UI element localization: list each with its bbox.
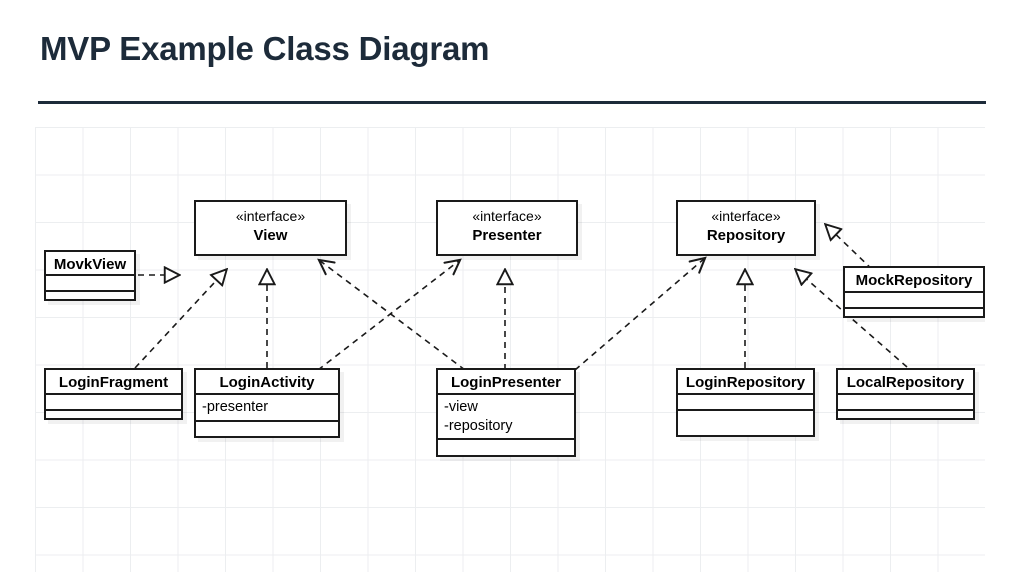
relationship-edges bbox=[134, 127, 908, 371]
class-name-compartment: LoginPresenter bbox=[438, 370, 574, 395]
attribute-item: -presenter bbox=[202, 399, 269, 415]
class-name: Repository bbox=[706, 226, 786, 244]
class-name: View bbox=[253, 226, 288, 244]
class-name-compartment: LocalRepository bbox=[838, 370, 973, 395]
class-name-compartment: «interface» View bbox=[196, 202, 345, 253]
stereotype-label: «interface» bbox=[711, 208, 781, 224]
class-box-loginactivity[interactable]: LoginActivity -presenter bbox=[194, 368, 340, 438]
class-name-compartment: LoginActivity bbox=[196, 370, 338, 395]
class-name: LoginPresenter bbox=[450, 374, 562, 391]
edge-loginpresenter-repository bbox=[574, 258, 705, 371]
class-name-compartment: «interface» Presenter bbox=[438, 202, 576, 253]
diagram-canvas[interactable]: MovkView «interface» View «interface» Pr… bbox=[35, 127, 985, 572]
class-name: LoginActivity bbox=[219, 374, 315, 391]
stereotype-label: «interface» bbox=[472, 208, 542, 224]
operations-compartment bbox=[46, 411, 181, 422]
attribute-item: -repository bbox=[444, 418, 513, 435]
class-name-compartment: LoginFragment bbox=[46, 370, 181, 395]
attributes-compartment: -view -repository bbox=[438, 395, 574, 440]
operations-compartment bbox=[196, 422, 338, 436]
operations-compartment bbox=[678, 411, 813, 437]
class-box-mockview[interactable]: MovkView bbox=[44, 250, 136, 301]
edge-loginpresenter-view bbox=[319, 260, 466, 371]
class-name-compartment: MovkView bbox=[46, 252, 134, 276]
attributes-compartment bbox=[838, 395, 973, 411]
class-name: LoginRepository bbox=[685, 374, 806, 391]
class-name-compartment: LoginRepository bbox=[678, 370, 813, 395]
attributes-compartment: -presenter bbox=[196, 395, 338, 422]
stereotype-label: «interface» bbox=[235, 208, 306, 224]
attribute-item: -view bbox=[444, 399, 478, 415]
class-name: MockRepository bbox=[855, 272, 973, 289]
operations-compartment bbox=[838, 411, 973, 422]
class-name-compartment: «interface» Repository bbox=[678, 202, 814, 253]
class-box-loginfragment[interactable]: LoginFragment bbox=[44, 368, 183, 420]
class-name: LoginFragment bbox=[58, 374, 169, 391]
class-box-localrepository[interactable]: LocalRepository bbox=[836, 368, 975, 420]
class-box-loginrepository[interactable]: LoginRepository bbox=[676, 368, 815, 437]
attributes-compartment bbox=[678, 395, 813, 411]
operations-compartment bbox=[845, 309, 983, 320]
page-title: MVP Example Class Diagram bbox=[40, 30, 490, 67]
operations-compartment bbox=[46, 292, 134, 303]
class-box-presenter[interactable]: «interface» Presenter bbox=[436, 200, 578, 256]
class-name: LocalRepository bbox=[846, 374, 965, 391]
attributes-compartment bbox=[845, 293, 983, 309]
class-name: Presenter bbox=[472, 226, 542, 244]
edge-loginfragment-view bbox=[134, 269, 227, 369]
class-box-mockrepository[interactable]: MockRepository bbox=[843, 266, 985, 318]
attributes-compartment bbox=[46, 395, 181, 411]
class-name-compartment: MockRepository bbox=[845, 268, 983, 293]
class-box-repository[interactable]: «interface» Repository bbox=[676, 200, 816, 256]
operations-compartment bbox=[438, 440, 574, 455]
title-divider bbox=[38, 101, 986, 104]
class-name: MovkView bbox=[53, 256, 127, 273]
class-box-view[interactable]: «interface» View bbox=[194, 200, 347, 256]
class-box-loginpresenter[interactable]: LoginPresenter -view -repository bbox=[436, 368, 576, 457]
attributes-compartment bbox=[46, 276, 134, 292]
edge-loginactivity-presenter bbox=[317, 260, 460, 371]
